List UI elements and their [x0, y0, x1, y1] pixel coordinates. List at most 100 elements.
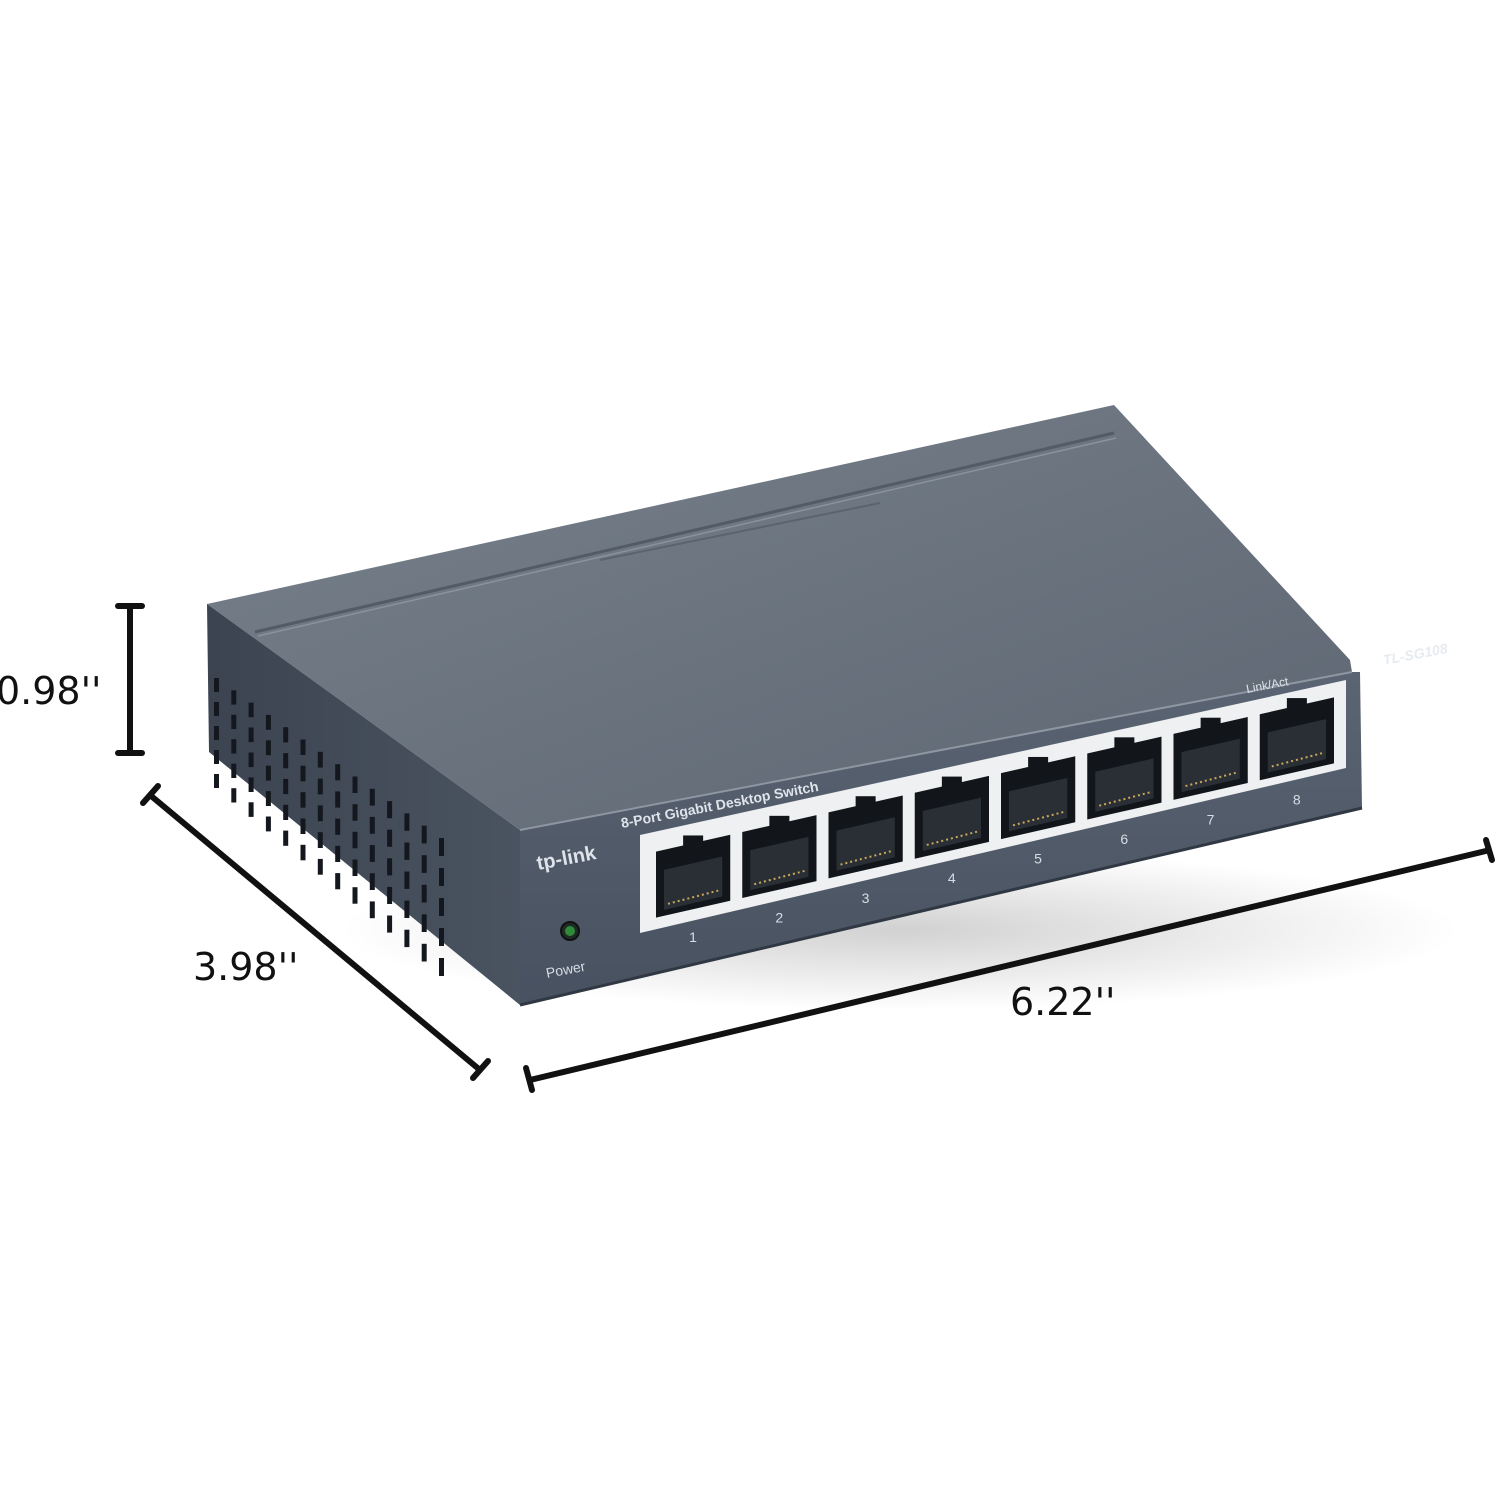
vent-hole	[387, 858, 393, 876]
power-label: Power	[545, 958, 587, 981]
vent-hole	[300, 792, 306, 808]
port-pins	[1271, 752, 1323, 768]
vent-hole	[300, 739, 306, 755]
vent-hole	[439, 838, 444, 856]
vent-hole	[439, 958, 444, 976]
port-latch-slot	[1028, 756, 1049, 773]
vent-hole	[231, 714, 237, 730]
height-label: 0.98''	[0, 669, 102, 713]
port-number-label: 6	[1120, 831, 1128, 847]
vent-hole	[335, 873, 341, 890]
vent-hole	[387, 915, 393, 933]
vent-hole	[352, 887, 358, 904]
vent-hole	[404, 842, 410, 860]
vent-hole	[283, 778, 289, 795]
vent-hole	[300, 818, 306, 834]
vent-hole	[265, 816, 271, 832]
power-led-light	[565, 926, 575, 936]
vent-hole	[335, 845, 341, 862]
vent-hole	[421, 825, 427, 844]
port-pins	[1185, 771, 1237, 788]
depth-label: 3.98''	[193, 945, 299, 989]
vent-hole	[335, 791, 341, 808]
vent-hole	[421, 943, 427, 962]
vent-hole	[317, 778, 323, 795]
vent-hole	[231, 788, 237, 803]
vent-hole	[248, 702, 254, 718]
vent-hole	[283, 804, 289, 820]
vent-hole	[283, 830, 289, 846]
vent-hole	[248, 727, 254, 743]
port-pins	[667, 889, 719, 905]
vent-hole	[404, 900, 410, 918]
dimension-height: 0.98''	[0, 603, 145, 756]
port-contacts	[1181, 738, 1240, 793]
vent-hole	[283, 753, 289, 769]
vent-hole	[283, 727, 289, 743]
port-pins	[1012, 811, 1064, 827]
vent-hole	[231, 739, 237, 754]
vent-hole	[352, 804, 358, 821]
vent-hole	[404, 871, 410, 889]
dimension-depth: 3.98''	[140, 783, 491, 1081]
vent-hole	[317, 858, 323, 875]
side-vents	[214, 678, 444, 976]
top-seam-highlight	[257, 437, 1117, 637]
vent-hole	[387, 886, 393, 904]
vent-hole	[214, 750, 219, 764]
vent-hole	[421, 914, 427, 932]
vent-hole	[404, 813, 410, 831]
vent-hole	[387, 829, 393, 847]
port-contacts	[1267, 719, 1326, 773]
vent-hole	[265, 714, 271, 730]
port-pins	[926, 830, 978, 846]
port-latch-slot	[1286, 698, 1307, 715]
vent-hole	[369, 901, 375, 919]
vent-hole	[421, 855, 427, 873]
switch-top-panel	[207, 405, 1352, 830]
vent-hole	[439, 868, 444, 886]
vent-hole	[317, 751, 323, 768]
port-latch-slot	[769, 815, 790, 832]
port-contacts	[1095, 758, 1154, 812]
port-pins	[840, 850, 892, 866]
port-pins	[753, 869, 805, 886]
port-contacts	[836, 817, 895, 871]
port-contacts	[750, 836, 809, 891]
vent-hole	[214, 774, 219, 788]
vent-hole	[248, 752, 254, 768]
vent-hole	[317, 832, 323, 848]
port-number-label: 5	[1034, 851, 1042, 867]
vent-hole	[369, 845, 375, 862]
vent-hole	[231, 763, 237, 778]
vent-hole	[369, 788, 375, 806]
port-number-label: 3	[862, 890, 870, 906]
vent-hole	[352, 859, 358, 876]
port-latch-slot	[683, 835, 704, 852]
vent-hole	[265, 765, 271, 781]
port-latch-slot	[1200, 717, 1221, 734]
vent-hole	[214, 702, 219, 716]
port-number-label: 4	[948, 870, 956, 886]
vent-hole	[265, 740, 271, 756]
port-pins	[1098, 791, 1150, 807]
vent-hole	[335, 764, 341, 781]
port-contacts	[1009, 778, 1068, 832]
vent-hole	[439, 928, 444, 946]
vent-hole	[265, 791, 271, 806]
port-number-label: 7	[1207, 811, 1215, 827]
port-latch-slot	[941, 776, 962, 793]
top-seam	[254, 431, 1115, 634]
vent-hole	[404, 929, 410, 948]
port-number-label: 8	[1293, 792, 1301, 808]
front-bottom-edge	[519, 806, 1363, 1007]
port-number-label: 2	[775, 909, 783, 925]
vent-hole	[300, 844, 306, 861]
top-ridge	[599, 502, 881, 561]
front-edge-highlight	[519, 671, 1353, 831]
vent-hole	[439, 898, 444, 916]
port-latch-slot	[1114, 737, 1135, 754]
